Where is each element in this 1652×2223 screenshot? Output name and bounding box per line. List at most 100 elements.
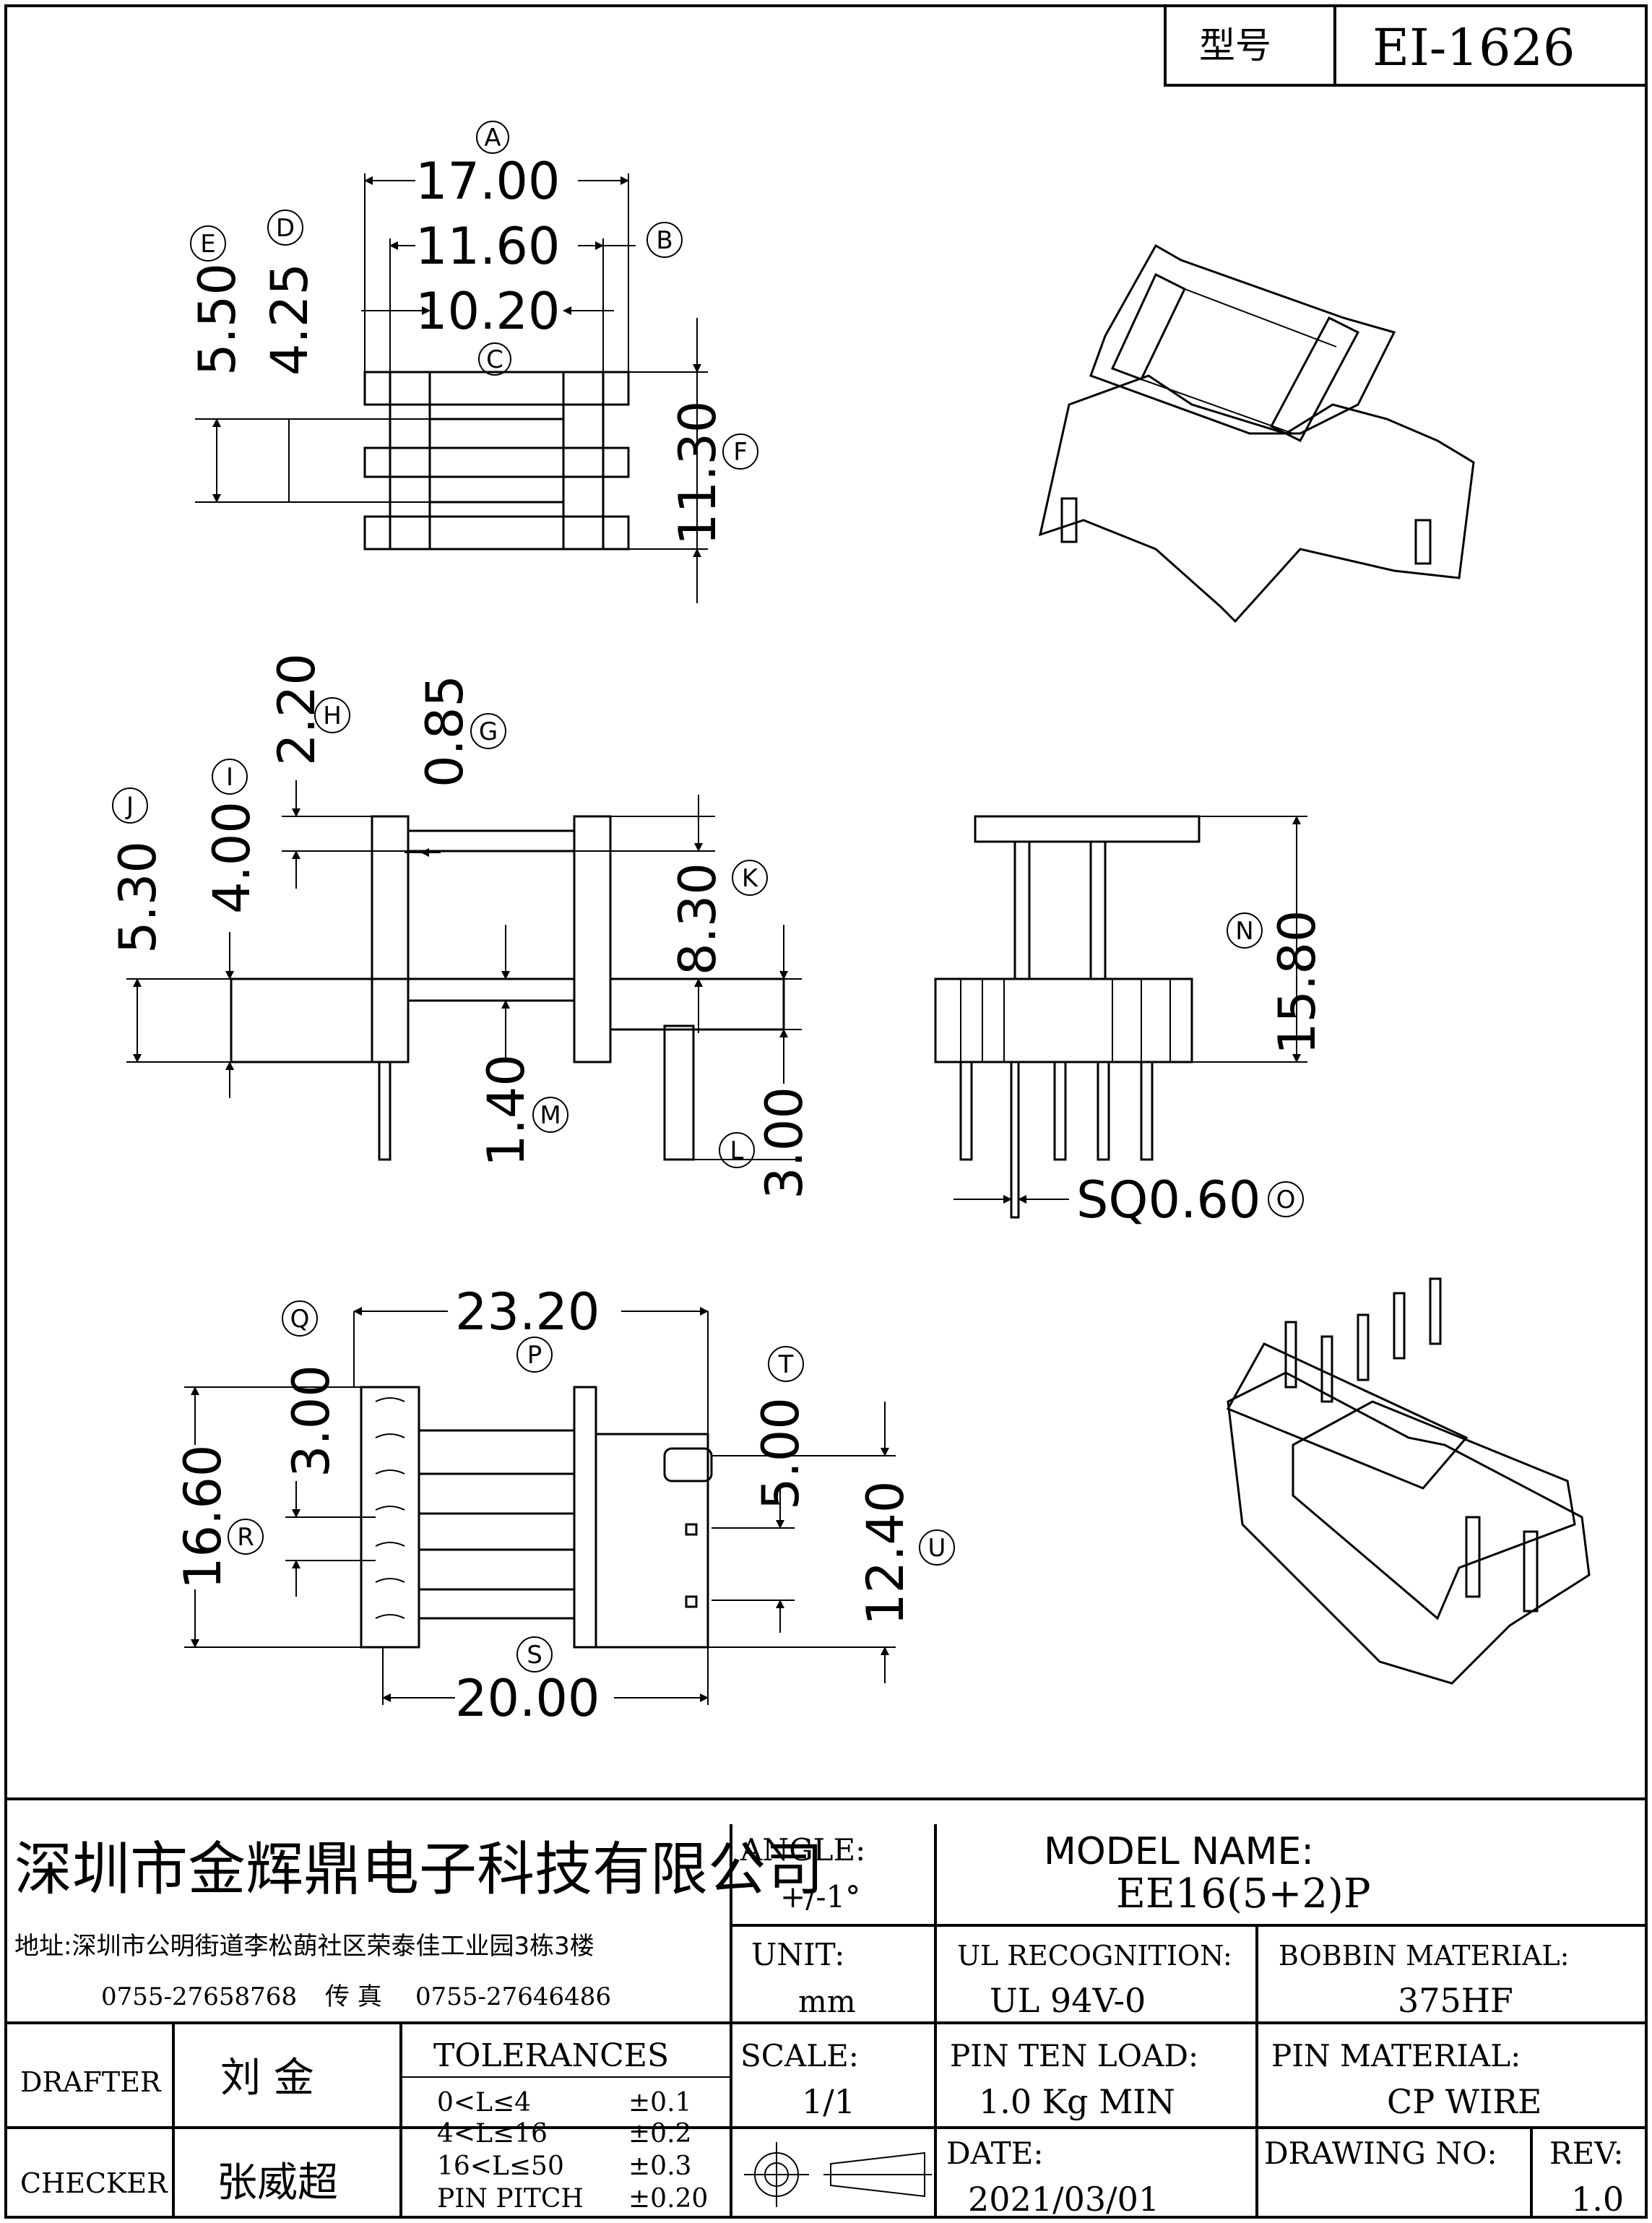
isometric-view-top (1038, 243, 1475, 623)
angle-value: +/-1° (780, 1879, 860, 1915)
svg-text:D: D (276, 214, 295, 243)
dim-k-value: 8.30 (668, 863, 727, 975)
tolerance-value: ±0.20 (628, 2184, 708, 2214)
svg-text:G: G (479, 717, 498, 746)
tolerance-range: 4<L≤16 (437, 2119, 548, 2149)
callout-p: P (516, 1337, 553, 1373)
header-box: 型号 EI-1626 (1164, 4, 1648, 87)
dim-s-value: 20.00 (455, 1669, 600, 1728)
top-view (195, 173, 708, 603)
tolerance-range: 0<L≤4 (437, 2088, 531, 2118)
dim-g-value: 0.85 (415, 675, 475, 787)
callout-f: F (722, 433, 758, 470)
dim-c-value: 10.20 (415, 282, 560, 341)
model-name-label: MODEL NAME: (1044, 1830, 1314, 1873)
bottom-view (184, 1307, 896, 1705)
bobbin-material-value: 375HF (1398, 1981, 1513, 2020)
dim-r-value: 16.60 (173, 1445, 233, 1589)
pin-load-value: 1.0 Kg MIN (979, 2082, 1175, 2121)
callout-k: K (732, 860, 768, 896)
callout-j: J (112, 787, 148, 824)
pin-material-label: PIN MATERIAL: (1271, 2038, 1521, 2073)
projection-symbol-icon (744, 2142, 932, 2207)
dim-d-value: 4.25 (260, 263, 319, 376)
tolerance-range: PIN PITCH (437, 2184, 584, 2214)
dim-p-value: 23.20 (455, 1282, 600, 1342)
company-name: 深圳市金辉鼎电子科技有限公司 (14, 1836, 823, 1903)
side-view (126, 780, 802, 1161)
drafter-name: 刘 金 (220, 2055, 314, 2102)
unit-value: mm (798, 1984, 856, 2019)
svg-text:H: H (323, 702, 342, 730)
dimension-labels: 17.00 11.60 10.20 4.25 5.50 11.30 0.85 2… (108, 152, 1327, 1728)
drafter-label: DRAFTER (20, 2066, 162, 2098)
callout-i: I (212, 759, 248, 795)
callout-d: D (267, 210, 303, 246)
svg-text:B: B (656, 226, 673, 255)
isometric-view-bottom (1226, 1277, 1591, 1685)
svg-text:E: E (200, 230, 215, 259)
drawing-no-label: DRAWING NO: (1264, 2136, 1497, 2171)
company-fax: 0755-27646486 (415, 1982, 611, 2011)
callout-s: S (516, 1636, 553, 1672)
tolerance-value: ±0.1 (628, 2088, 691, 2118)
svg-text:J: J (125, 792, 134, 821)
dim-m-value: 1.40 (477, 1054, 536, 1167)
checker-name: 张威超 (217, 2159, 338, 2206)
svg-text:O: O (1276, 1186, 1296, 1214)
dim-b-value: 11.60 (415, 217, 560, 276)
svg-text:Q: Q (290, 1305, 310, 1334)
callout-t: T (768, 1346, 804, 1382)
svg-text:R: R (237, 1523, 254, 1552)
dimension-callouts: A B C D E F G H I J K L M N O P Q R S T … (112, 121, 1304, 1672)
bobbin-material-label: BOBBIN MATERIAL: (1279, 1940, 1569, 1972)
callout-m: M (532, 1097, 568, 1133)
fax-label: 传 真 (325, 1982, 382, 2011)
callout-g: G (470, 713, 506, 749)
dim-n-value: 15.80 (1268, 910, 1327, 1055)
callout-h: H (314, 697, 350, 733)
ul-value: UL 94V-0 (990, 1981, 1146, 2020)
svg-text:N: N (1235, 917, 1253, 946)
tolerances-label: TOLERANCES (433, 2037, 669, 2074)
callout-l: L (719, 1132, 755, 1168)
model-code: EI-1626 (1372, 18, 1575, 77)
unit-label: UNIT: (751, 1937, 844, 1972)
dim-t-value: 5.00 (751, 1397, 810, 1510)
sheet-border (4, 4, 1648, 2219)
tolerance-value: ±0.2 (628, 2119, 691, 2149)
pin-material-value: CP WIRE (1387, 2082, 1541, 2121)
type-label: 型号 (1199, 25, 1271, 66)
dim-f-value: 11.30 (668, 401, 727, 545)
date-label: DATE: (946, 2136, 1044, 2171)
dim-i-value: 4.00 (202, 801, 261, 914)
svg-text:F: F (733, 438, 748, 467)
dim-o-value: SQ0.60 (1076, 1170, 1260, 1230)
date-value: 2021/03/01 (968, 2180, 1159, 2219)
scale-value: 1/1 (802, 2082, 855, 2121)
angle-label: ANGLE: (740, 1832, 865, 1868)
callout-n: N (1227, 912, 1263, 949)
svg-text:I: I (226, 763, 233, 792)
callout-c: C (478, 342, 511, 376)
svg-text:U: U (928, 1534, 946, 1563)
dim-l-value: 3.00 (755, 1087, 814, 1199)
title-block: 深圳市金辉鼎电子科技有限公司 地址:深圳市公明街道李松蓢社区荣泰佳工业园3栋3楼… (6, 1797, 1646, 2219)
model-name-value: EE16(5+2)P (1116, 1870, 1371, 1917)
ul-label: UL RECOGNITION: (957, 1940, 1232, 1972)
dim-u-value: 12.40 (856, 1481, 915, 1626)
tolerance-value: ±0.3 (628, 2151, 691, 2181)
pin-load-label: PIN TEN LOAD: (950, 2038, 1198, 2073)
callout-q: Q (282, 1300, 318, 1337)
svg-text:P: P (527, 1341, 542, 1370)
rev-label: REV: (1549, 2136, 1624, 2171)
dim-h-value: 2.20 (267, 653, 326, 766)
callout-e: E (190, 225, 226, 262)
svg-text:K: K (742, 864, 759, 893)
svg-text:L: L (730, 1136, 744, 1165)
callout-u: U (919, 1529, 955, 1566)
svg-text:M: M (540, 1101, 561, 1130)
svg-text:C: C (486, 345, 503, 374)
callout-b: B (646, 222, 683, 258)
